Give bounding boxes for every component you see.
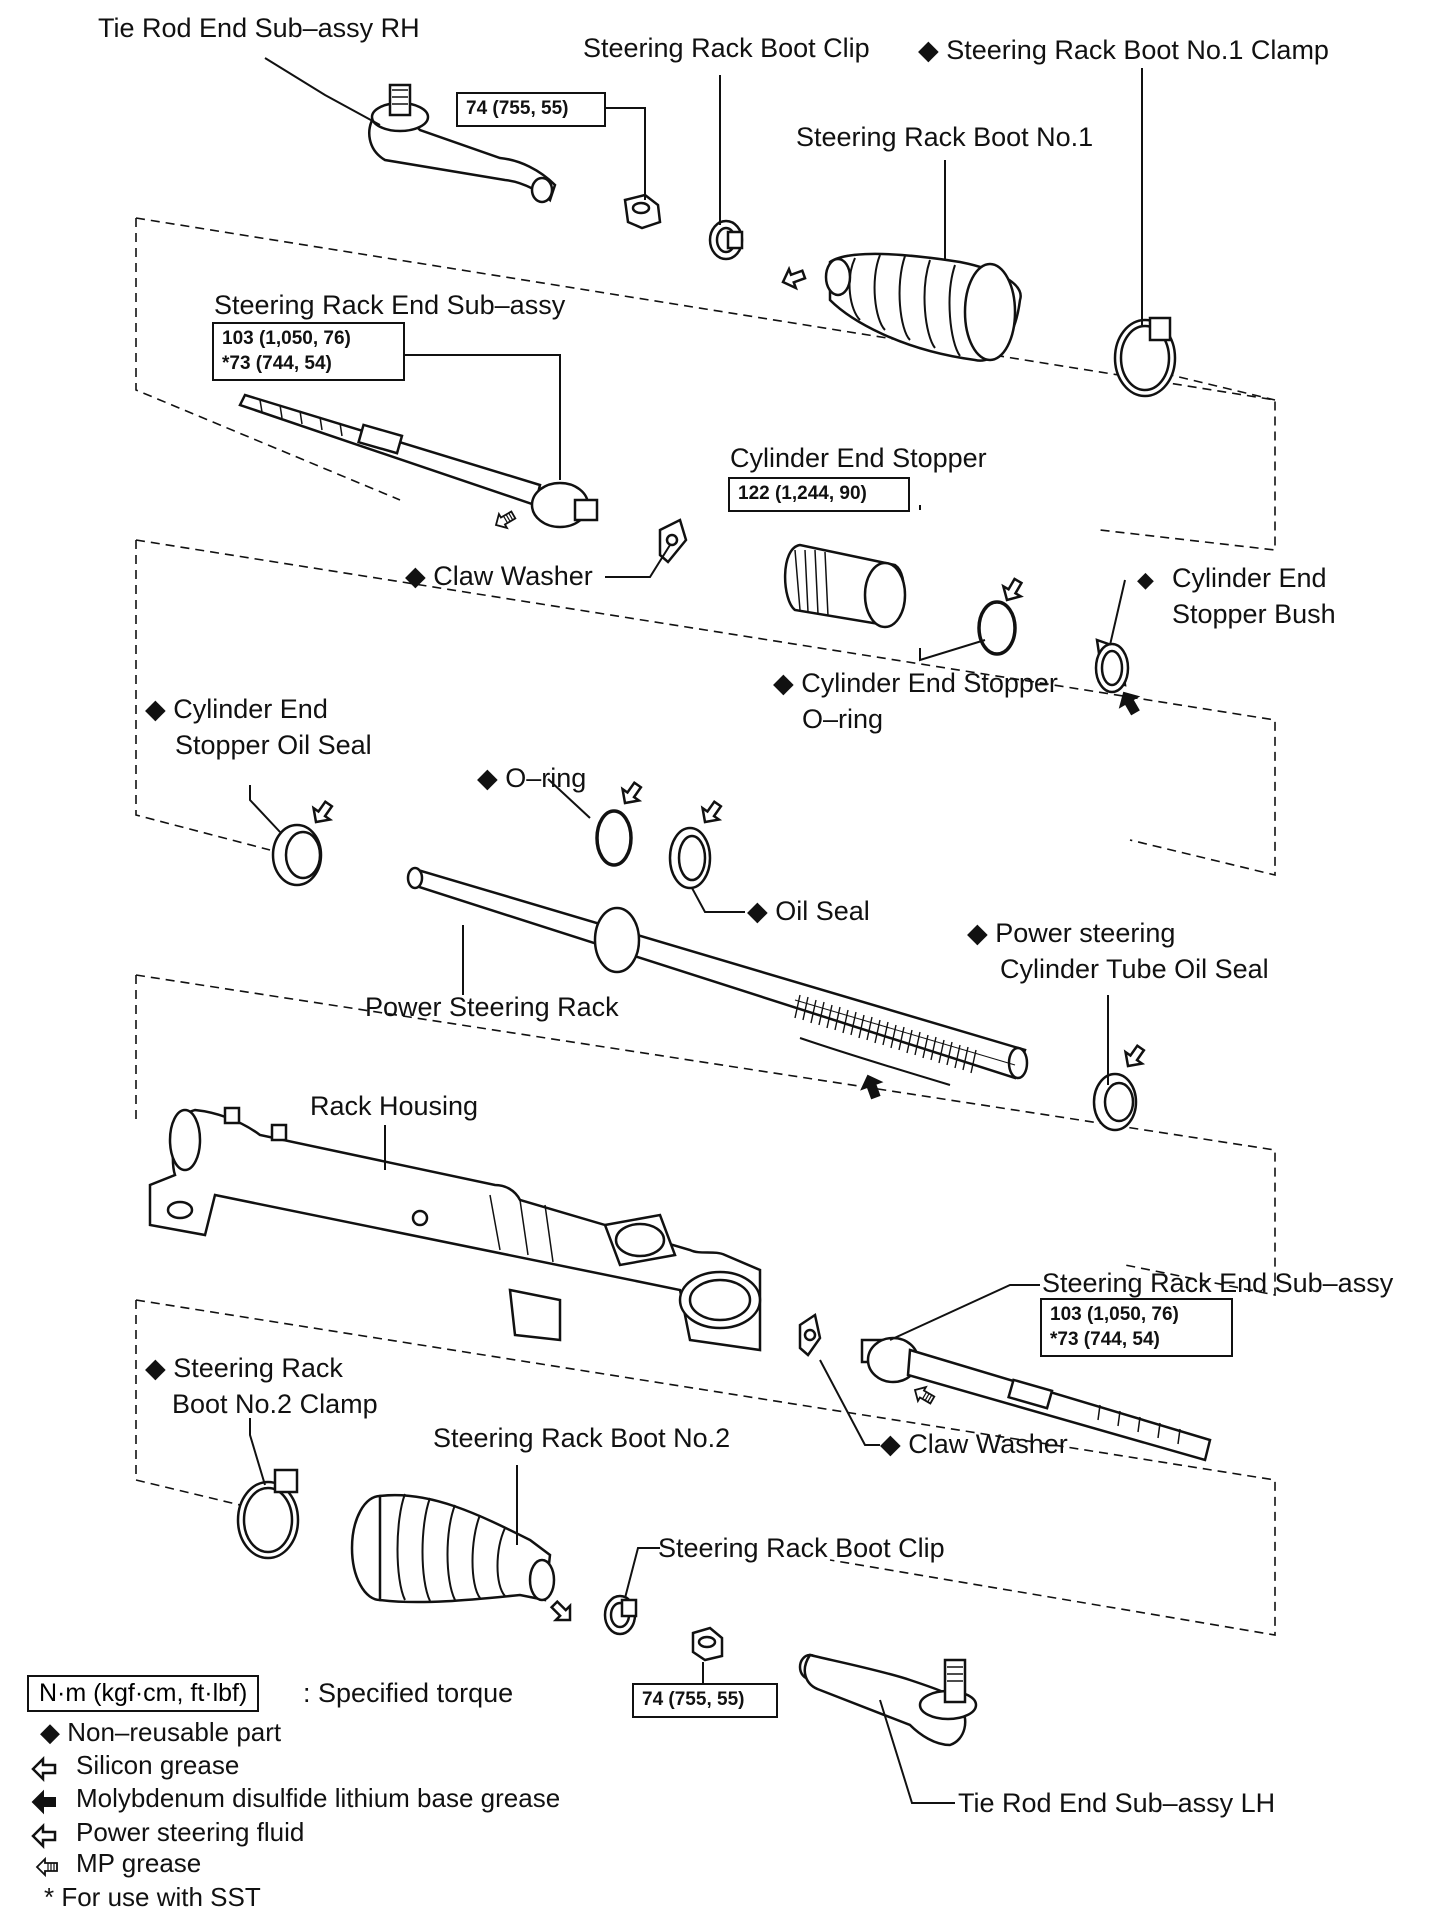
cylinder-end-stopper-bush[interactable] bbox=[1094, 638, 1130, 694]
torque-cylinder-end-stopper: 122 (1,244, 90) bbox=[728, 477, 910, 512]
label-tie-rod-rh: Tie Rod End Sub–assy RH bbox=[98, 13, 420, 43]
label-claw-washer-bottom: ◆ Claw Washer bbox=[880, 1429, 1068, 1459]
oring[interactable] bbox=[595, 809, 633, 867]
tie-rod-end-rh[interactable] bbox=[368, 83, 557, 204]
label-boot-clip-top: Steering Rack Boot Clip bbox=[583, 33, 870, 63]
label-cylinder-end-stopper: Cylinder End Stopper bbox=[730, 443, 987, 473]
leader-lines bbox=[249, 57, 1143, 1804]
steering-rack-end-top[interactable] bbox=[238, 393, 599, 529]
legend-sst: * For use with SST bbox=[44, 1882, 261, 1912]
label-boot-no1: Steering Rack Boot No.1 bbox=[796, 122, 1094, 152]
legend-icons bbox=[31, 1757, 58, 1876]
tie-rod-nut-top[interactable] bbox=[623, 193, 662, 230]
legend-unit-box: N·m (kgf·cm, ft·lbf) bbox=[27, 1675, 260, 1712]
cylinder-end-stopper[interactable] bbox=[783, 543, 907, 629]
label-ps-cylinder-tube-2: Cylinder Tube Oil Seal bbox=[1000, 954, 1269, 984]
label-rack-end-top: Steering Rack End Sub–assy bbox=[214, 290, 566, 320]
label-boot-no2-clamp-1: ◆ Steering Rack bbox=[145, 1353, 343, 1383]
torque-rack-end-bottom: 103 (1,050, 76) *73 (744, 54) bbox=[1040, 1298, 1233, 1358]
label-cylinder-end-stopper-oring-1: ◆ Cylinder End Stopper bbox=[773, 668, 1058, 698]
label-boot-no1-clamp: ◆ Steering Rack Boot No.1 Clamp bbox=[918, 35, 1329, 65]
legend-silicon: Silicon grease bbox=[76, 1750, 240, 1780]
label-cylinder-end-stopper-bush-1: Cylinder End bbox=[1172, 563, 1327, 593]
label-ps-rack: Power Steering Rack bbox=[365, 992, 619, 1022]
ps-cylinder-tube-oil-seal[interactable] bbox=[1092, 1072, 1138, 1132]
dashed-boundaries bbox=[135, 217, 1276, 1636]
torque-tie-rod-nut-bottom: 74 (755, 55) bbox=[632, 1683, 778, 1718]
label-boot-no2-clamp-2: Boot No.2 Clamp bbox=[172, 1389, 378, 1419]
boot-clip-bottom[interactable] bbox=[603, 1594, 638, 1636]
boot-no2-clamp[interactable] bbox=[236, 1468, 300, 1560]
steering-rack-end-bottom[interactable] bbox=[860, 1336, 1212, 1462]
rack-housing[interactable] bbox=[148, 1106, 762, 1352]
tie-rod-nut-bottom[interactable] bbox=[691, 1626, 724, 1662]
claw-washer-bottom[interactable] bbox=[798, 1312, 822, 1357]
legend-molybdenum: Molybdenum disulfide lithium base grease bbox=[76, 1783, 561, 1813]
cylinder-end-stopper-oring[interactable] bbox=[977, 600, 1017, 656]
cylinder-end-stopper-oil-seal[interactable] bbox=[271, 823, 323, 887]
label-oring: ◆ O–ring bbox=[477, 763, 587, 793]
legend-non-reusable: ◆ Non–reusable part bbox=[40, 1717, 282, 1747]
label-cyl-end-oil-seal-1: ◆ Cylinder End bbox=[145, 694, 328, 724]
label-rack-end-bottom: Steering Rack End Sub–assy bbox=[1042, 1268, 1394, 1298]
boot-clip-top[interactable] bbox=[708, 219, 744, 261]
label-ps-cylinder-tube-1: ◆ Power steering bbox=[967, 918, 1176, 948]
tie-rod-end-lh[interactable] bbox=[798, 1653, 978, 1747]
label-boot-no2: Steering Rack Boot No.2 bbox=[433, 1423, 731, 1453]
power-steering-rack[interactable] bbox=[406, 866, 1029, 1086]
label-bush-diamond: ◆ bbox=[1137, 567, 1154, 592]
torque-rack-end-top: 103 (1,050, 76) *73 (744, 54) bbox=[212, 322, 405, 382]
legend-ps-fluid: Power steering fluid bbox=[76, 1817, 305, 1847]
label-boot-clip-bottom: Steering Rack Boot Clip bbox=[658, 1533, 945, 1563]
oil-seal[interactable] bbox=[668, 826, 712, 890]
label-claw-washer-top: ◆ Claw Washer bbox=[405, 561, 593, 591]
legend-unit-desc: : Specified torque bbox=[303, 1678, 514, 1708]
label-tie-rod-lh: Tie Rod End Sub–assy LH bbox=[958, 1788, 1276, 1818]
label-oil-seal: ◆ Oil Seal bbox=[747, 896, 870, 926]
label-cyl-end-oil-seal-2: Stopper Oil Seal bbox=[175, 730, 372, 760]
boot-no1[interactable] bbox=[824, 252, 1022, 362]
torque-tie-rod-nut-top: 74 (755, 55) bbox=[456, 92, 606, 127]
boot-no1-clamp[interactable] bbox=[1113, 316, 1177, 398]
label-cylinder-end-stopper-oring-2: O–ring bbox=[802, 704, 884, 734]
boot-no2[interactable] bbox=[350, 1493, 556, 1604]
legend-mp: MP grease bbox=[76, 1848, 202, 1878]
label-rack-housing: Rack Housing bbox=[310, 1091, 479, 1121]
label-cylinder-end-stopper-bush-2: Stopper Bush bbox=[1172, 599, 1336, 629]
